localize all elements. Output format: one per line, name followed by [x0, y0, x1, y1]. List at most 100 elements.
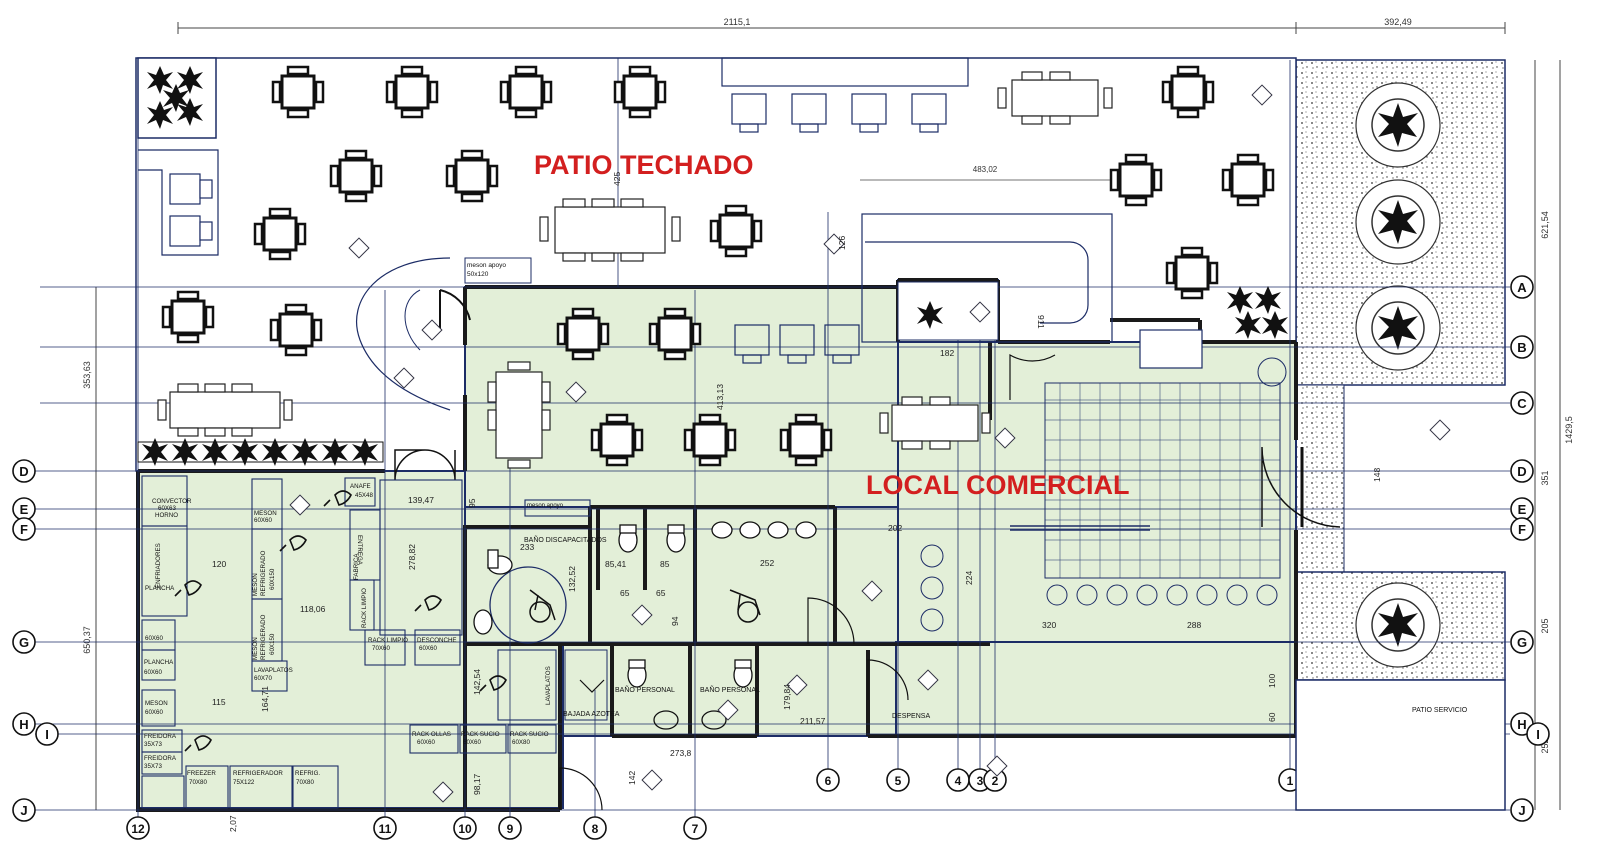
dim-621: 621,54 — [1540, 211, 1550, 239]
meson-apoyo-top — [464, 257, 532, 284]
label-despensa: DESPENSA — [892, 713, 930, 720]
kl-60x60-2: 60X60 — [145, 635, 163, 642]
kl-lavaplatos-2: LAVAPLATOS — [545, 666, 552, 705]
dim-96: 98,17 — [472, 773, 482, 795]
kl-70x80-2: 70X80 — [296, 779, 314, 786]
label-bano-personal-2: BAÑO PERSONAL — [700, 685, 760, 694]
kl-75x122: 75X122 — [233, 779, 255, 786]
kl-60x60-1: 60X60 — [254, 517, 272, 524]
kl-rack-limpio-2: RACK LIMPIO — [361, 588, 368, 628]
kl-freezer: FREEZER — [187, 770, 216, 777]
kl-60x60-6: 60X60 — [417, 739, 435, 746]
kl-refrig: REFRIG. — [295, 770, 320, 777]
kl-35x73-2: 35X73 — [144, 763, 162, 770]
dim-273: 273,8 — [670, 748, 692, 758]
dim-118: 118,06 — [300, 604, 326, 614]
dim-353: 353,63 — [82, 361, 92, 389]
kl-freidora-1: FREIDORA — [144, 733, 177, 740]
dim-8541: 85,41 — [605, 559, 627, 569]
axis-right-i: I — [1536, 727, 1540, 742]
axis-left-i: I — [45, 727, 49, 742]
kl-60x70: 60X70 — [254, 675, 272, 682]
dim-142b: 142 — [627, 771, 637, 785]
kl-enfriadores: ENFRIADORES — [155, 543, 162, 588]
wheelchair-icons — [529, 589, 761, 623]
kl-desconche: DESCONCHE — [417, 637, 457, 644]
dim-top-right: 392,49 — [1384, 17, 1412, 27]
kl-rack-sucio-1: RACK SUCIO — [461, 731, 500, 738]
axis-left-h: H — [19, 717, 28, 732]
label-bajada-azotea: BAJADA AZOTEA — [563, 711, 620, 718]
axis-bottom-12: 12 — [131, 822, 145, 836]
label-patio-servicio: PATIO SERVICIO — [1412, 707, 1468, 714]
kl-60x63: 60X63 — [158, 505, 176, 512]
dim-65a: 65 — [620, 588, 630, 598]
dim-139: 139,47 — [408, 495, 434, 505]
dim-288: 288 — [1187, 620, 1201, 630]
dim-142: 142,54 — [472, 669, 482, 695]
axis-right-j: J — [1518, 803, 1525, 818]
dim-94: 94 — [670, 616, 680, 626]
kl-refrigerador: REFRIGERADOR — [233, 770, 283, 777]
kl-60x60-4: 60X60 — [145, 709, 163, 716]
axis-left-d: D — [19, 464, 28, 479]
axis-left-e: E — [20, 502, 29, 517]
dim-95: 95 — [467, 498, 477, 508]
axis-right-b: B — [1517, 340, 1526, 355]
kl-45x48: 45X48 — [355, 492, 373, 499]
top-dimension-lines — [177, 22, 1506, 34]
kl-70x80-1: 70X80 — [189, 779, 207, 786]
dim-233: 233 — [520, 542, 534, 552]
axis-bottom-9: 9 — [507, 822, 514, 836]
kl-70x60: 70X60 — [372, 645, 390, 652]
kl-60x80: 60X80 — [512, 739, 530, 746]
dim-65b: 65 — [656, 588, 666, 598]
kl-anafe: ANAFE — [350, 483, 371, 490]
kl-meson-1: MESON — [254, 510, 277, 517]
axis-right-c: C — [1517, 396, 1527, 411]
dim-2: 2,07 — [228, 815, 238, 832]
dim-182: 182 — [940, 348, 954, 358]
label-bano-personal-1: BAÑO PERSONAL — [615, 685, 675, 694]
chef-icons — [174, 490, 507, 752]
axis-bottom-4: 4 — [955, 774, 962, 788]
axis-bottom-11: 11 — [379, 822, 392, 836]
dim-278: 278,82 — [407, 544, 417, 570]
dim-120: 120 — [212, 559, 226, 569]
kl-60x150-2: 60X150 — [269, 633, 276, 655]
planter-top-left — [137, 57, 217, 139]
stair-bajada — [564, 649, 608, 721]
long-tables — [157, 71, 1113, 469]
dim-320: 320 — [1042, 620, 1056, 630]
axis-right-d: D — [1517, 464, 1526, 479]
kl-35x73-1: 35X73 — [144, 741, 162, 748]
dim-100: 100 — [1267, 674, 1277, 688]
dim-483: 483,02 — [973, 165, 998, 174]
dim-115: 115 — [212, 697, 226, 707]
axis-bottom-1: 1 — [1287, 774, 1294, 788]
kl-fabrica: FABRICA — [353, 553, 360, 580]
kl-entrega: ENTREGA — [356, 535, 363, 566]
dim-224: 224 — [964, 571, 974, 585]
kl-refrigerado-1: REFRIGERADO — [260, 550, 267, 596]
dim-60: 60 — [1267, 712, 1277, 722]
hedge-row — [137, 438, 384, 466]
kl-convector: CONVECTOR — [152, 498, 192, 505]
left-bench — [138, 149, 219, 256]
dim-413: 413,13 — [715, 384, 725, 410]
dim-85: 85 — [660, 559, 670, 569]
label-local-comercial: LOCAL COMERCIAL — [866, 470, 1130, 500]
axis-bottom-7: 7 — [692, 822, 699, 836]
axis-bottom-3: 3 — [977, 774, 984, 788]
local-grid — [920, 329, 1287, 632]
kl-rack-limpio-1: RACK LIMPIO — [368, 637, 408, 644]
axis-bottom-6: 6 — [825, 774, 832, 788]
dim-202: 202 — [888, 523, 902, 533]
kl-lavaplatos-1: LAVAPLATOS — [254, 667, 293, 674]
dim-211: 211,57 — [800, 716, 826, 726]
dim-252: 252 — [760, 558, 774, 568]
axis-left-j: J — [20, 803, 27, 818]
kl-60x60-3: 60X60 — [144, 669, 162, 676]
dim-650: 650,37 — [82, 626, 92, 654]
